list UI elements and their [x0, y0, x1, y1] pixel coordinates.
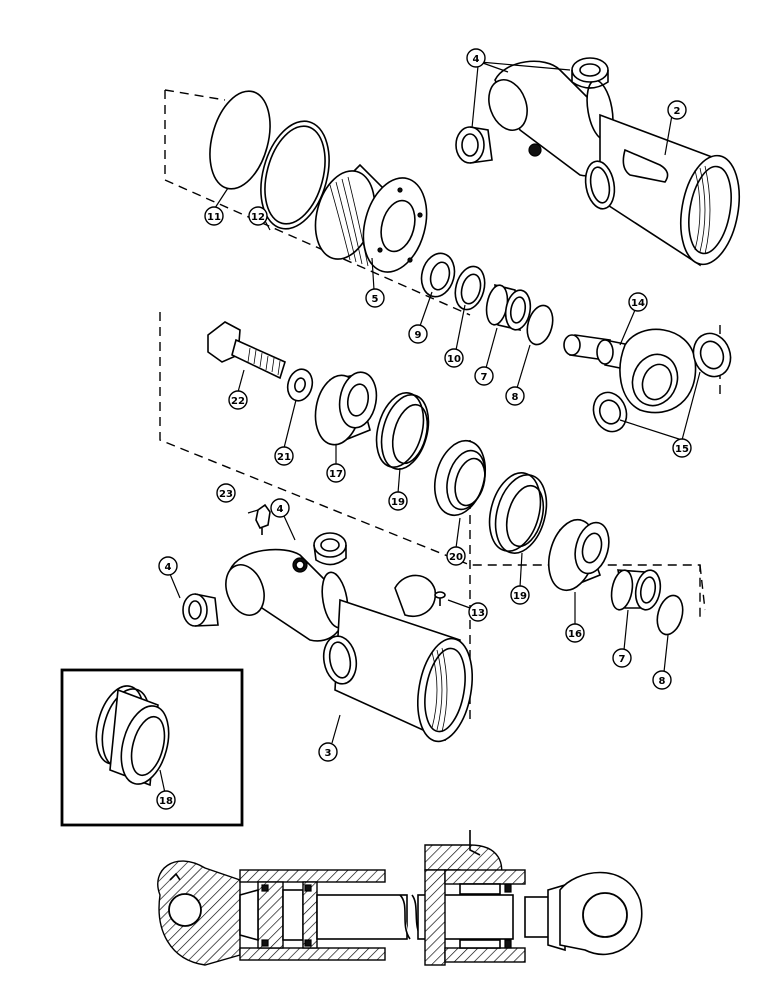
- bushing-part-4-lower-left: [182, 593, 219, 627]
- svg-text:16: 16: [568, 629, 582, 640]
- svg-text:4: 4: [165, 562, 172, 573]
- cylinder-butt-end-part-2: [488, 60, 740, 267]
- callout-16: 16: [565, 623, 585, 643]
- bushing-part-15-right: [692, 332, 732, 378]
- bearing-part-7-lower: [610, 569, 662, 611]
- retaining-ring-part-11: [209, 90, 271, 190]
- svg-text:9: 9: [415, 330, 422, 341]
- svg-text:21: 21: [277, 452, 291, 463]
- piston-seal-part-19-lower: [488, 472, 548, 554]
- svg-text:23: 23: [219, 489, 233, 500]
- callout-8: 8: [505, 386, 525, 406]
- callout-7: 7: [612, 648, 632, 668]
- callout-3: 3: [318, 742, 338, 762]
- piston-part-17: [314, 371, 378, 446]
- callout-17: 17: [326, 463, 346, 483]
- callout-21: 21: [274, 446, 294, 466]
- callout-12: 12: [248, 206, 268, 226]
- wear-ring-part-20: [434, 439, 486, 517]
- rod-eye-part-14: [596, 328, 697, 414]
- piston-part-16: [547, 518, 610, 592]
- svg-text:2: 2: [674, 106, 681, 117]
- callout-8: 8: [652, 670, 672, 690]
- callout-11: 11: [204, 206, 224, 226]
- callout-13: 13: [468, 602, 488, 622]
- callout-2: 2: [667, 100, 687, 120]
- bushing-part-4-upper-left: [455, 126, 493, 164]
- callout-10: 10: [444, 348, 464, 368]
- cylinder-rod-end-part-3: [225, 548, 473, 743]
- svg-text:10: 10: [447, 354, 461, 365]
- callout-20: 20: [446, 546, 466, 566]
- callout-14: 14: [628, 292, 648, 312]
- callout-23: 23: [216, 483, 236, 503]
- callout-22: 22: [228, 390, 248, 410]
- svg-text:15: 15: [675, 444, 689, 455]
- snap-ring-part-8-lower: [656, 594, 684, 636]
- svg-text:8: 8: [659, 676, 666, 687]
- grease-fitting-part-23: [255, 503, 271, 535]
- callout-15: 15: [672, 438, 692, 458]
- snap-ring-part-8-upper: [526, 304, 554, 346]
- callout-4: 4: [158, 556, 178, 576]
- bushing-part-4-upper-right: [571, 57, 609, 89]
- piston-seal-part-19-upper: [375, 392, 430, 470]
- svg-text:3: 3: [325, 748, 332, 759]
- o-ring-part-12: [260, 120, 330, 230]
- callout-9: 9: [408, 324, 428, 344]
- svg-text:4: 4: [277, 504, 284, 515]
- bearing-part-7-upper: [485, 283, 532, 332]
- callout-4: 4: [466, 48, 486, 68]
- wiper-part-9: [420, 252, 456, 298]
- seal-part-10: [454, 265, 486, 311]
- svg-text:17: 17: [329, 469, 343, 480]
- svg-text:5: 5: [372, 294, 379, 305]
- svg-text:20: 20: [449, 552, 463, 563]
- bolt-part-22: [207, 321, 286, 380]
- svg-text:19: 19: [513, 591, 527, 602]
- svg-text:7: 7: [619, 654, 626, 665]
- svg-text:12: 12: [251, 212, 265, 223]
- svg-text:22: 22: [231, 396, 245, 407]
- callout-19: 19: [388, 491, 408, 511]
- svg-text:11: 11: [207, 212, 221, 223]
- svg-text:8: 8: [512, 392, 519, 403]
- svg-text:19: 19: [391, 497, 405, 508]
- gland-head-part-5: [314, 163, 428, 273]
- callout-19: 19: [510, 585, 530, 605]
- svg-text:13: 13: [471, 608, 485, 619]
- svg-text:7: 7: [481, 372, 488, 383]
- assembly-outline-upper-top: [164, 89, 706, 611]
- callout-5: 5: [365, 288, 385, 308]
- inset-box-part-18: [60, 668, 244, 827]
- bushing-part-4-lower-right: [313, 532, 347, 566]
- callout-18: 18: [156, 790, 176, 810]
- screw-part-13: [434, 591, 446, 606]
- bushing-part-15-left: [592, 391, 628, 433]
- svg-text:14: 14: [631, 298, 645, 309]
- callout-4: 4: [270, 498, 290, 518]
- svg-text:18: 18: [159, 796, 173, 807]
- callout-7: 7: [474, 366, 494, 386]
- washer-part-21: [286, 368, 314, 402]
- assembled-cross-section: [157, 830, 643, 966]
- svg-text:4: 4: [473, 54, 480, 65]
- leader-lines: [159, 61, 701, 794]
